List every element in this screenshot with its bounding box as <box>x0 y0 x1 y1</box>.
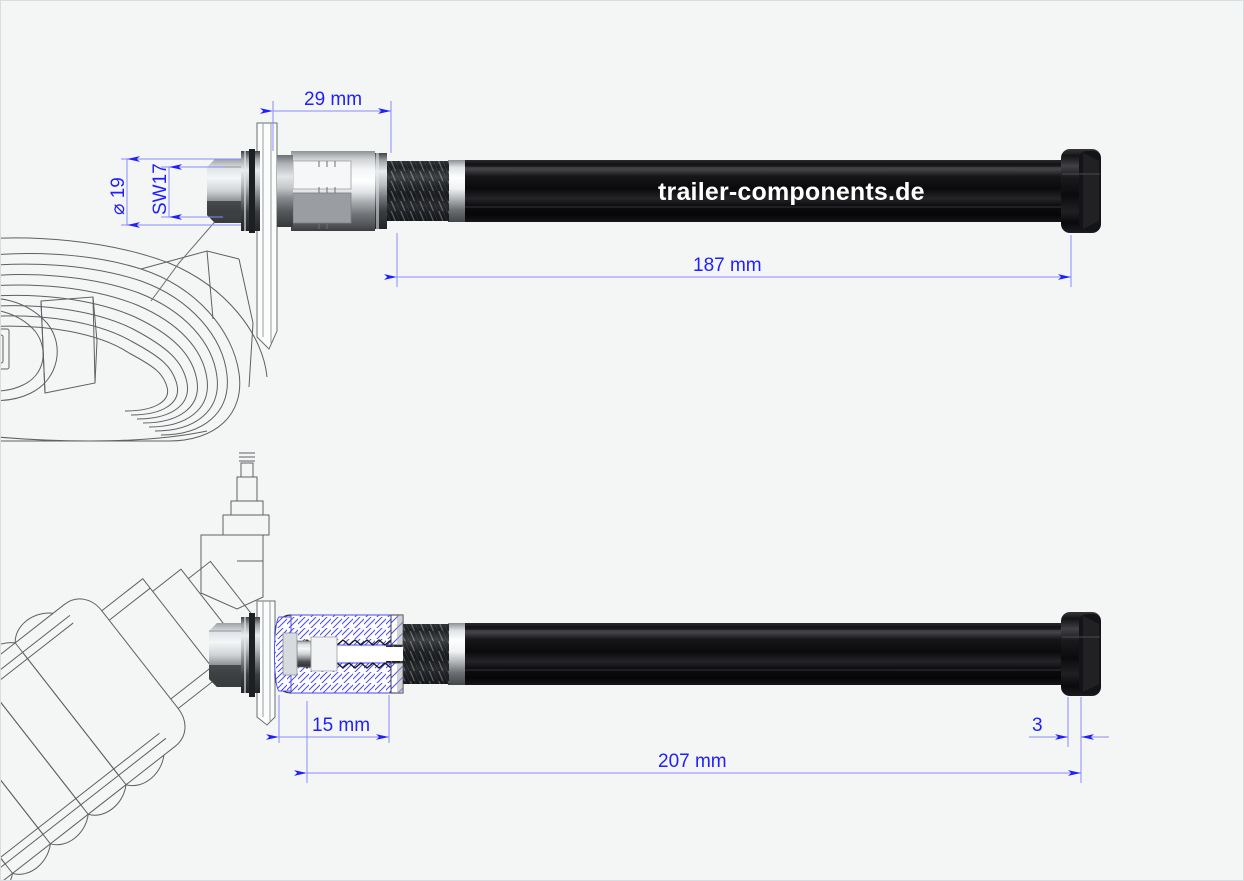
bellows-outline-upper <box>1 237 268 442</box>
thread-section-upper <box>386 161 449 221</box>
watermark-text: trailer-components.de <box>658 178 925 206</box>
leader-line-upper <box>150 216 220 302</box>
dim-187-label: 187 mm <box>693 255 762 276</box>
dim-207-label: 207 mm <box>658 751 727 772</box>
mounting-flange-upper <box>256 122 278 350</box>
clamp-body-upper <box>241 149 387 233</box>
axle-shaft-lower <box>463 623 1063 685</box>
dim-sw17-label: SW17 <box>150 163 171 215</box>
axle-head-lower <box>1061 612 1101 696</box>
axle-shaft-upper <box>463 160 1063 222</box>
mounting-flange-lower <box>256 600 276 726</box>
dim-29-label: 29 mm <box>304 89 362 110</box>
dim-15-label: 15 mm <box>312 715 370 736</box>
dimensions-lower: 15 mm 207 mm 3 <box>266 695 1109 783</box>
polished-band-lower <box>448 623 465 685</box>
hex-nut-upper <box>207 159 241 223</box>
dim-3-label: 3 <box>1032 715 1043 736</box>
upper-view: 29 mm ⌀ 19 SW17 187 mm trailer-component… <box>1 89 1101 442</box>
dimensions-upper: 29 mm ⌀ 19 SW17 187 mm <box>108 89 1072 287</box>
polished-band-upper <box>448 160 465 222</box>
dim-dia19-label: ⌀ 19 <box>108 177 129 215</box>
bellows-outline-lower <box>1 452 270 880</box>
section-clamp-body <box>274 614 404 694</box>
axle-head-upper <box>1061 149 1101 233</box>
lower-view: 15 mm 207 mm 3 <box>1 452 1109 880</box>
hardware-stack-lower <box>209 613 260 697</box>
